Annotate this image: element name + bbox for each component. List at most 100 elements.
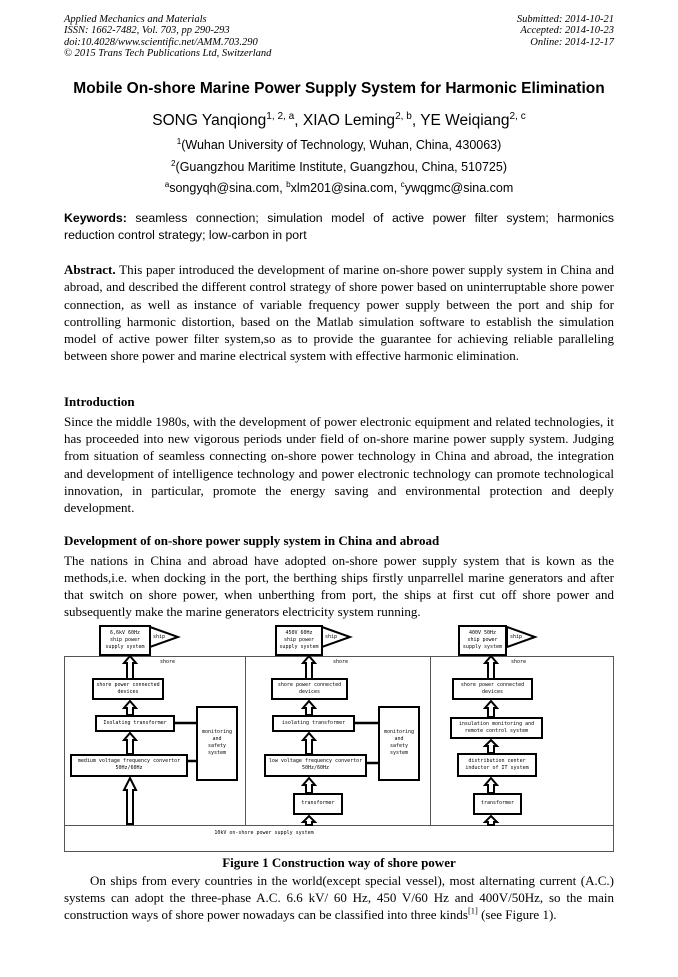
- paragraph-text: On ships from every countries in the wor…: [64, 872, 614, 923]
- ship-label: ship: [510, 633, 523, 640]
- arrow-up-icon: [300, 699, 318, 716]
- figure-caption: Figure 1 Construction way of shore power: [222, 854, 456, 870]
- email-sup: b: [286, 179, 291, 189]
- submitted-date: Submitted: 2014-10-21: [516, 14, 614, 25]
- section-text: Since the middle 1980s, with the develop…: [64, 413, 614, 516]
- column-divider: [245, 655, 246, 825]
- accepted-date: Accepted: 2014-10-23: [520, 25, 614, 37]
- arrow-up-icon: [482, 814, 500, 826]
- box-text: devices: [481, 688, 504, 695]
- abstract-label: Abstract.: [64, 262, 116, 277]
- box-text: safety: [389, 743, 409, 750]
- author-sup: 1, 2, a: [266, 110, 295, 122]
- ship-label: ship: [325, 633, 338, 640]
- paragraph-text: (see Figure 1).: [477, 907, 557, 923]
- bottom-system-box: [64, 824, 614, 852]
- box-text: low voltage frequency convertor: [268, 758, 363, 765]
- transformer-box: isolating transformer: [272, 714, 355, 732]
- box-text: and: [394, 736, 404, 743]
- box-text: safety: [207, 743, 227, 750]
- affiliation-sup: 1: [176, 136, 182, 146]
- keywords: Keywords: seamless connection; simulatio…: [64, 210, 614, 244]
- section-heading: Development of on-shore power supply sys…: [64, 532, 440, 548]
- section-text: The nations in China and abroad have ado…: [64, 552, 614, 620]
- box-text: shore power connected: [96, 681, 160, 688]
- affiliation-text: (Wuhan University of Technology, Wuhan, …: [181, 138, 502, 152]
- final-paragraph: On ships from every countries in the wor…: [64, 872, 614, 924]
- box-text: supply system: [462, 643, 503, 650]
- transformer-box: Isolating transformer: [95, 714, 175, 732]
- dates: Submitted: 2014-10-21 Accepted: 2014-10-…: [517, 14, 614, 48]
- box-text: ship power: [467, 636, 498, 643]
- box-text: insulation monitoring and: [458, 720, 535, 727]
- box-text: 400V 50Hz: [468, 629, 497, 636]
- email[interactable]: ywqgmc@sina.com: [404, 181, 514, 195]
- arrow-up-icon: [121, 699, 139, 716]
- box-text: ship power: [109, 636, 141, 643]
- body: Keywords: seamless connection; simulatio…: [64, 210, 614, 924]
- box-text: supply system: [279, 643, 319, 650]
- arrow-up-icon: [482, 738, 500, 754]
- keywords-label: Keywords:: [64, 211, 127, 225]
- author: XIAO Leming: [302, 112, 396, 129]
- shore-label: shore: [511, 658, 527, 665]
- box-text: inductor of IT system: [465, 764, 529, 771]
- arrow-up-icon: [482, 776, 500, 794]
- figure-1: 10kV on-shore power supply system 6,6kV …: [0, 623, 678, 852]
- box-text: transformer: [480, 800, 515, 807]
- box-text: system: [207, 750, 227, 757]
- box-text: 50Hz/60Hz: [301, 765, 330, 772]
- arrow-up-icon: [122, 775, 138, 825]
- box-text: and: [212, 736, 222, 743]
- box-text: shore power connected: [277, 681, 342, 688]
- box-text: monitoring: [383, 729, 415, 736]
- shore-label: shore: [333, 658, 349, 665]
- author-sup: 2, c: [509, 110, 526, 122]
- box-text: ship power: [283, 636, 315, 643]
- affiliation-1: 1(Wuhan University of Technology, Wuhan,…: [0, 136, 678, 152]
- figure-connectors: [121, 625, 538, 826]
- arrow-up-icon: [482, 699, 500, 718]
- arrow-up-icon: [482, 654, 500, 680]
- section-heading: Introduction: [64, 393, 135, 409]
- email-sup: a: [164, 179, 170, 189]
- journal-name: Applied Mechanics and Materials: [64, 14, 207, 25]
- transformer-box-bottom: transformer: [473, 792, 522, 815]
- box-text: monitoring: [201, 729, 233, 736]
- email[interactable]: xlm201@sina.com: [290, 181, 394, 195]
- author-sup: 2, b: [395, 110, 412, 122]
- citation[interactable]: [1]: [467, 906, 478, 917]
- arrow-up-icon: [300, 814, 318, 826]
- figure-canvas: 10kV on-shore power supply system 6,6kV …: [0, 18, 678, 977]
- box-text: 6,6kV 60Hz: [109, 629, 141, 636]
- affiliation-text: (Guangzhou Maritime Institute, Guangzhou…: [175, 160, 507, 174]
- column-divider: [430, 655, 431, 825]
- box-text: 50Hz/60Hz: [115, 765, 143, 772]
- author: SONG Yanqiong: [152, 112, 267, 129]
- affiliation-2: 2(Guangzhou Maritime Institute, Guangzho…: [0, 158, 678, 174]
- authors: SONG Yanqiong1, 2, a, XIAO Leming2, b, Y…: [152, 110, 526, 129]
- affiliation-sup: 2: [171, 158, 176, 168]
- box-text: supply system: [105, 643, 145, 650]
- box-text: isolating transformer: [281, 719, 346, 726]
- paper-title: Mobile On-shore Marine Power Supply Syst…: [73, 80, 605, 97]
- issn: ISSN: 1662-7482, Vol. 703, pp 290-293: [64, 25, 230, 37]
- arrow-up-icon: [300, 654, 318, 680]
- arrows: [121, 654, 500, 826]
- arrow-up-icon: [121, 731, 139, 755]
- transformer-box-bottom: transformer: [293, 792, 343, 815]
- doi: doi:10.4028/www.scientific.net/AMM.703.2…: [64, 36, 258, 48]
- email[interactable]: songyqh@sina.com: [169, 181, 280, 195]
- box-text: shore power connected: [460, 681, 525, 688]
- box-text: distribution center: [468, 757, 526, 764]
- ship-triangle: [506, 625, 538, 649]
